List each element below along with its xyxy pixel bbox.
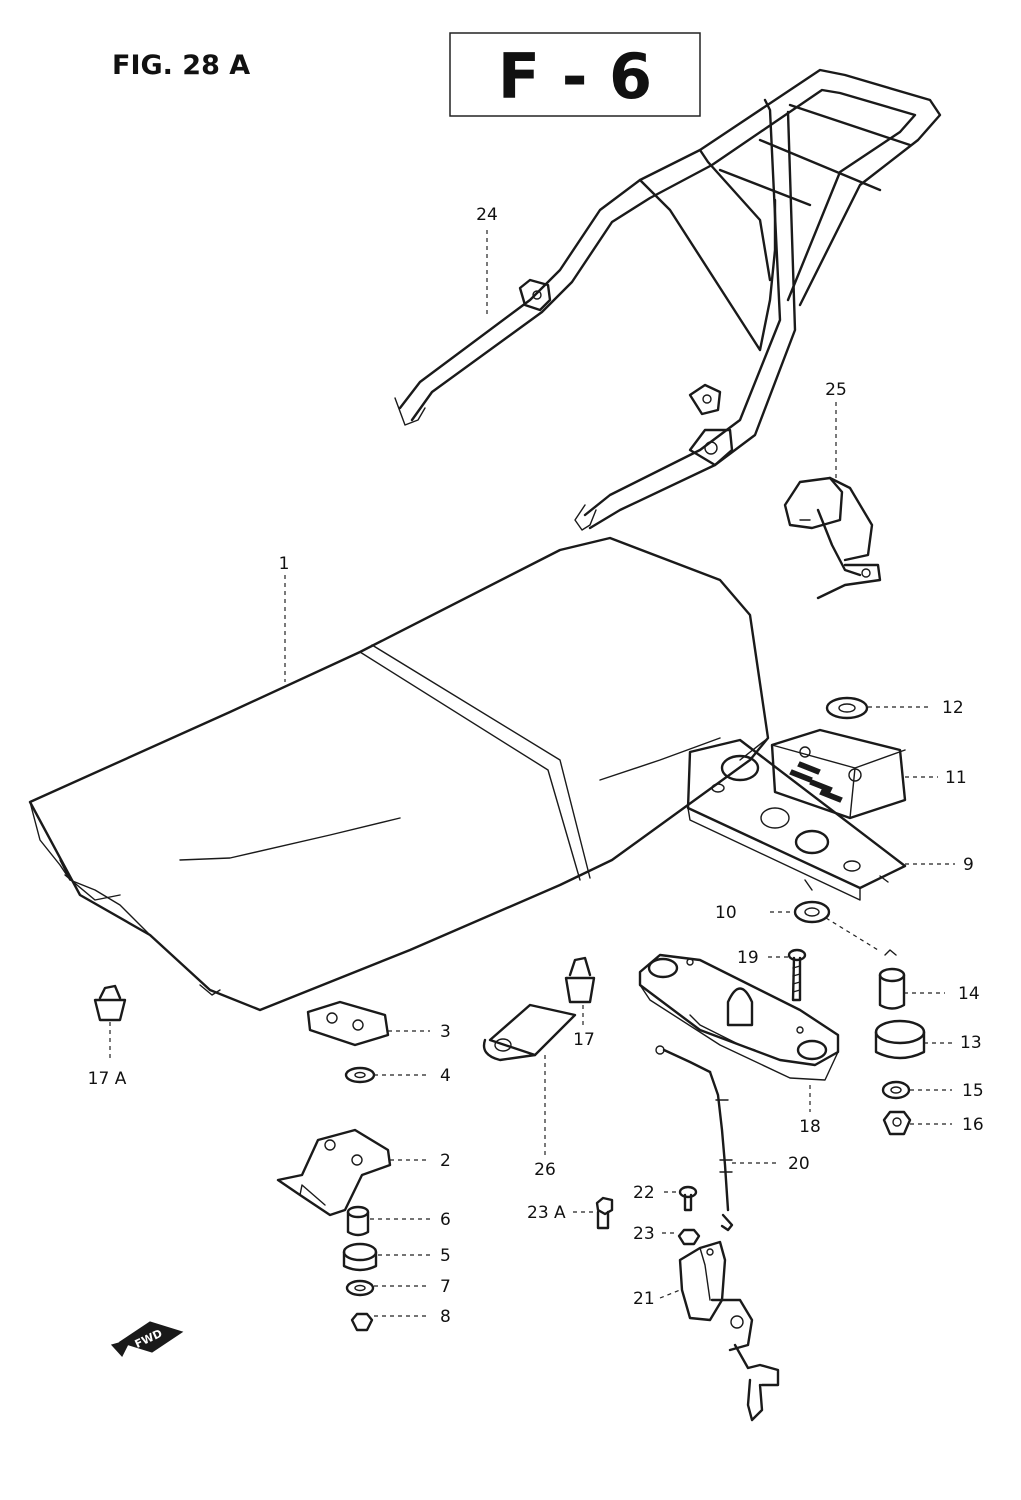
callout-10: 10	[715, 903, 737, 923]
callout-5: 5	[440, 1246, 451, 1266]
nut-23	[677, 1228, 701, 1246]
callout-2: 2	[440, 1151, 451, 1171]
screw-19	[787, 948, 807, 1002]
washer-7	[345, 1279, 375, 1297]
buffer-17A	[93, 984, 127, 1022]
nut-8	[350, 1312, 374, 1332]
callout-20: 20	[788, 1154, 810, 1174]
spacer-10	[793, 900, 831, 924]
callout-13: 13	[960, 1033, 982, 1053]
callout-6: 6	[440, 1210, 451, 1230]
collar-6	[346, 1205, 370, 1237]
callout-23a: 23 A	[527, 1203, 566, 1223]
callout-25: 25	[825, 380, 847, 400]
callout-17a: 17 A	[88, 1069, 127, 1089]
hinge-bracket-18	[638, 953, 840, 1081]
nut-16	[882, 1110, 912, 1136]
callout-26: 26	[534, 1160, 556, 1180]
section-box: F - 6	[449, 32, 701, 117]
plate-3	[306, 1000, 390, 1047]
callout-21: 21	[633, 1289, 655, 1309]
callout-4: 4	[440, 1066, 451, 1086]
callout-22: 22	[633, 1183, 655, 1203]
bracket-plate-9	[686, 738, 907, 901]
cushion-11	[770, 728, 907, 820]
callout-24: 24	[476, 205, 498, 225]
washer-15	[881, 1080, 911, 1100]
rear-carrier-24	[394, 68, 942, 531]
forward-direction-marker: FWD	[110, 1321, 184, 1358]
figure-label: FIG. 28 A	[112, 50, 250, 81]
callout-17: 17	[573, 1030, 595, 1050]
callout-12: 12	[942, 698, 964, 718]
callout-7: 7	[440, 1277, 451, 1297]
section-label: F - 6	[498, 40, 652, 113]
callout-labels: 24 25 1 12 11 9 10 19 14 13 15 16 18 17 …	[88, 205, 984, 1327]
seat-1	[28, 536, 770, 1012]
callout-9: 9	[963, 855, 974, 875]
callout-15: 15	[962, 1081, 984, 1101]
buffer-17	[564, 956, 596, 1004]
clip-26	[482, 1003, 577, 1062]
callout-19: 19	[737, 948, 759, 968]
callout-8: 8	[440, 1307, 451, 1327]
callout-23: 23	[633, 1224, 655, 1244]
collar-14	[878, 949, 906, 1010]
bracket-2	[276, 1128, 392, 1217]
grommet-5	[342, 1242, 378, 1272]
cable-20	[655, 1045, 734, 1232]
washer-4	[344, 1066, 376, 1084]
callout-16: 16	[962, 1115, 984, 1135]
callout-14: 14	[958, 984, 980, 1004]
callout-3: 3	[440, 1022, 451, 1042]
grommet-13	[874, 1019, 926, 1060]
leader-lines	[109, 230, 955, 1317]
washer-12	[825, 696, 869, 720]
callout-11: 11	[945, 768, 967, 788]
callout-18: 18	[799, 1117, 821, 1137]
screw-22	[678, 1185, 698, 1212]
seat-lock-25	[783, 476, 882, 600]
lock-assembly-21	[678, 1240, 780, 1422]
screw-23A	[595, 1196, 614, 1230]
callout-1: 1	[279, 554, 290, 574]
